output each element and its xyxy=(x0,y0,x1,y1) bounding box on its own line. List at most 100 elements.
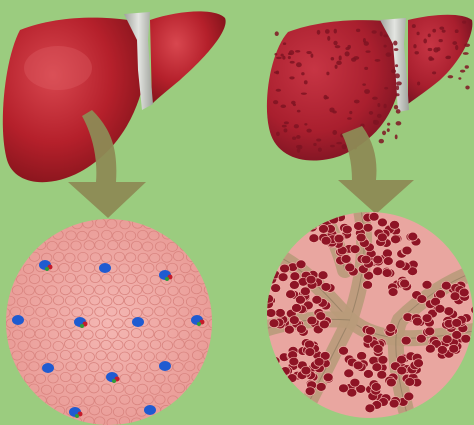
portal-triad xyxy=(12,315,24,325)
hepatocyte-cell xyxy=(30,229,40,238)
hepatocyte-cell xyxy=(198,231,208,240)
surface-nodule xyxy=(334,29,337,34)
hepatocyte-cell xyxy=(210,385,220,394)
surface-nodule xyxy=(395,134,398,139)
surface-nodule xyxy=(464,44,470,47)
surface-nodule xyxy=(382,131,386,136)
surface-nodule xyxy=(364,67,368,70)
surface-nodule xyxy=(391,69,396,73)
hepatocyte-cell xyxy=(215,241,225,250)
surface-nodule xyxy=(284,121,289,124)
healthy-tissue-magnified xyxy=(0,208,233,425)
surface-nodule xyxy=(296,145,301,149)
hepatocyte-cell xyxy=(162,208,172,217)
surface-nodule xyxy=(313,143,316,146)
surface-nodule xyxy=(347,117,352,120)
surface-nodule xyxy=(365,50,370,52)
hepatocyte-cell xyxy=(204,418,214,425)
hepatocyte-cell xyxy=(191,418,201,425)
hepatocyte-cell xyxy=(222,297,232,306)
portal-triad xyxy=(99,263,111,273)
hepatocyte-cell xyxy=(12,374,22,383)
healthy-liver-left-lobe xyxy=(3,18,146,183)
surface-nodule xyxy=(275,31,279,36)
surface-nodule xyxy=(442,30,446,33)
surface-nodule xyxy=(462,21,466,24)
surface-nodule xyxy=(292,136,296,139)
surface-nodule xyxy=(363,38,366,43)
hepatocyte-cell xyxy=(210,275,220,284)
surface-nodule xyxy=(274,53,277,55)
surface-nodule xyxy=(294,124,299,128)
hepatocyte-cell xyxy=(186,208,196,217)
hepatocyte-cell xyxy=(204,373,214,382)
hepatocyte-cell xyxy=(59,417,69,425)
surface-nodule xyxy=(330,145,335,148)
surface-nodule xyxy=(412,24,416,28)
hepatocyte-cell xyxy=(215,263,225,272)
hepatocyte-cell xyxy=(11,395,21,404)
surface-nodule xyxy=(329,107,334,112)
surface-nodule xyxy=(345,47,349,50)
hepatocyte-cell xyxy=(221,319,231,328)
surface-nodule xyxy=(395,73,400,78)
surface-nodule xyxy=(364,89,370,94)
hepatocyte-cell xyxy=(5,273,15,282)
surface-nodule xyxy=(458,77,461,79)
hepatocyte-cell xyxy=(172,230,182,239)
hepatocyte-cell xyxy=(24,417,34,425)
hepatocyte-cell xyxy=(60,219,70,228)
hepatocyte-cell xyxy=(5,209,15,218)
surface-nodule xyxy=(327,36,330,41)
surface-nodule xyxy=(436,47,440,51)
hepatocyte-cell xyxy=(155,418,165,425)
surface-nodule xyxy=(375,59,381,62)
surface-nodule xyxy=(439,27,444,30)
surface-nodule xyxy=(323,95,327,100)
surface-nodule xyxy=(296,62,302,67)
hepatocyte-cell xyxy=(221,407,231,416)
hepatocyte-cell xyxy=(0,264,10,273)
surface-nodule xyxy=(306,51,312,54)
surface-nodule xyxy=(276,89,281,92)
surface-nodule xyxy=(276,57,282,59)
surface-nodule xyxy=(311,54,314,58)
surface-nodule xyxy=(372,30,377,34)
surface-nodule xyxy=(396,85,399,90)
portal-triad xyxy=(144,405,156,415)
surface-nodule xyxy=(452,41,457,45)
surface-nodule xyxy=(356,29,360,32)
surface-nodule xyxy=(301,92,307,94)
hepatocyte-cell xyxy=(0,395,9,404)
hepatocyte-cell xyxy=(138,209,148,218)
surface-nodule xyxy=(339,56,342,61)
hepatocyte-cell xyxy=(168,417,178,425)
hepatocyte-cell xyxy=(180,242,190,251)
surface-nodule xyxy=(396,121,402,125)
hepatocyte-cell xyxy=(198,252,208,261)
surface-nodule xyxy=(283,42,286,45)
hepatocyte-cell xyxy=(155,220,165,229)
hepatocyte-cell xyxy=(11,263,21,272)
hepatocyte-cell xyxy=(0,240,9,249)
surface-nodule xyxy=(439,39,443,42)
hepatocyte-cell xyxy=(210,253,220,262)
surface-nodule xyxy=(455,29,459,33)
hepatocyte-cell xyxy=(215,307,225,316)
surface-nodule xyxy=(304,123,307,125)
surface-nodule xyxy=(460,70,465,73)
surface-nodule xyxy=(335,65,338,69)
surface-nodule xyxy=(318,148,322,152)
hepatocyte-cell xyxy=(185,406,195,415)
surface-nodule xyxy=(289,50,294,55)
hepatocyte-cell xyxy=(41,230,51,239)
hepatocyte-cell xyxy=(209,231,219,240)
surface-nodule xyxy=(342,144,347,149)
hepatocyte-cell xyxy=(215,374,225,383)
hepatocyte-cell xyxy=(12,242,22,251)
hepatocyte-cell xyxy=(197,209,207,218)
hepatocyte-cell xyxy=(221,385,231,394)
surface-nodule xyxy=(373,120,376,124)
hepatocyte-cell xyxy=(215,285,225,294)
